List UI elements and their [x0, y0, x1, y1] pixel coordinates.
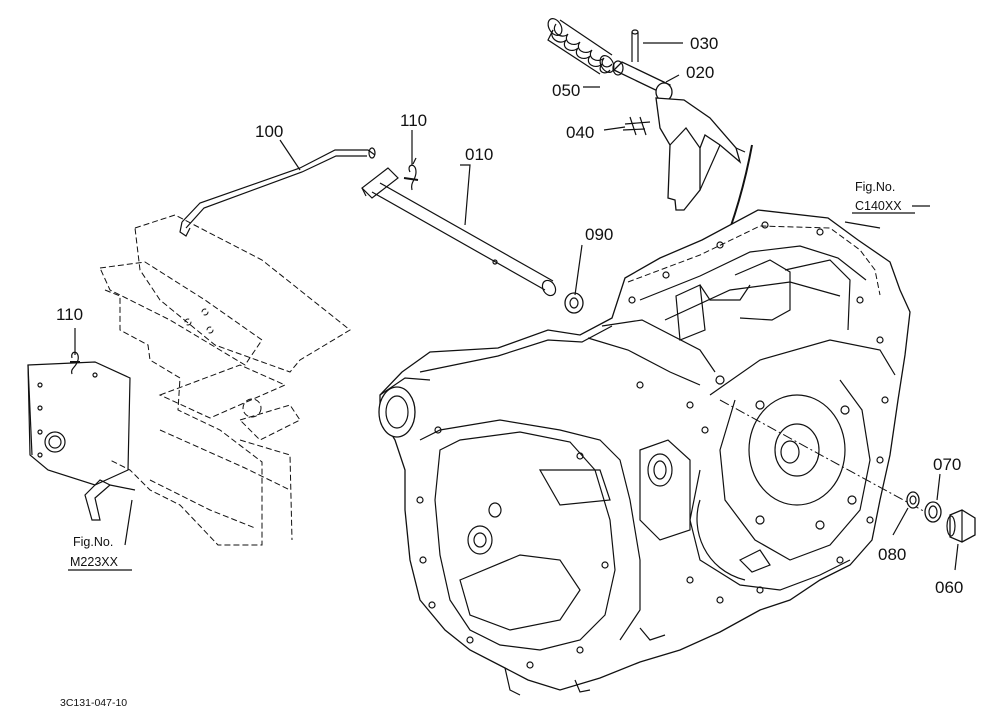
- left-panel-assembly: [27, 214, 351, 546]
- callout-080: 080: [878, 545, 906, 564]
- part-100-rod: [179, 147, 376, 237]
- bolt-holes: [416, 221, 889, 669]
- callout-110-left: 110: [56, 305, 83, 324]
- part-010-shaft: [361, 157, 557, 297]
- leader-lines: [74, 42, 959, 571]
- callout-100: 100: [255, 122, 283, 141]
- callout-040: 040: [566, 123, 594, 142]
- part-090-oring: [564, 292, 584, 314]
- callout-020: 020: [686, 63, 714, 82]
- part-030-pin: [631, 29, 639, 62]
- figure-ref-left-code: M223XX: [70, 555, 119, 569]
- figure-ref-right: Fig.No. C140XX: [855, 180, 902, 213]
- figure-ref-left: Fig.No. M223XX: [68, 535, 132, 571]
- callout-090: 090: [585, 225, 613, 244]
- figure-ref-right-code: C140XX: [855, 199, 902, 213]
- transmission-case: [378, 209, 941, 696]
- callout-labels: 030 020 050 040 100 110 010 090 110 070 …: [56, 34, 963, 597]
- part-070-washer: [924, 501, 942, 523]
- part-050-spring: [547, 18, 615, 75]
- callout-050: 050: [552, 81, 580, 100]
- callout-110-top: 110: [400, 111, 427, 130]
- part-080-oring: [906, 491, 920, 509]
- part-020-fork: [612, 60, 746, 211]
- callout-070: 070: [933, 455, 961, 474]
- part-060-plug: [946, 509, 976, 543]
- document-number: 3C131-047-10: [60, 697, 127, 709]
- callout-030: 030: [690, 34, 718, 53]
- figure-ref-left-label: Fig.No.: [73, 535, 113, 549]
- callout-010: 010: [465, 145, 493, 164]
- callout-060: 060: [935, 578, 963, 597]
- figure-ref-right-label: Fig.No.: [855, 180, 895, 194]
